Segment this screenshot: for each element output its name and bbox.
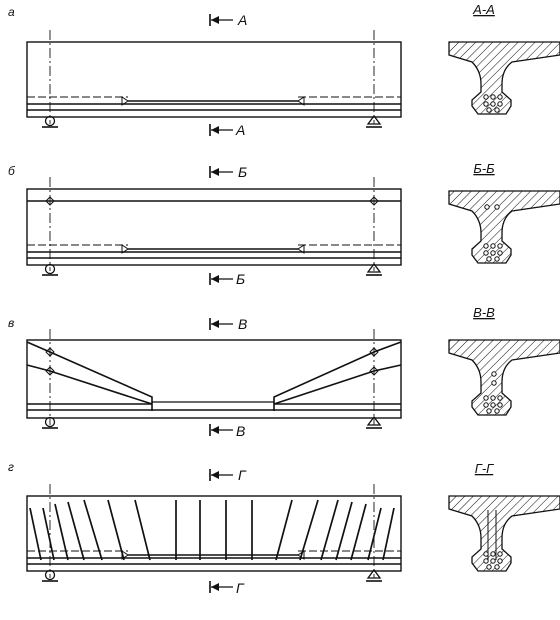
roller-support-icon <box>42 263 58 276</box>
fixed-support-icon <box>366 114 382 128</box>
section-mark-label: В <box>238 316 247 332</box>
panel-a: а А <box>8 2 560 138</box>
section-mark-label: А <box>235 122 245 138</box>
cross-section: В-В <box>448 305 560 416</box>
section-title: Г-Г <box>475 461 494 476</box>
fixed-support-icon <box>366 568 382 582</box>
cross-section: Б-Б <box>448 161 560 264</box>
fixed-support-icon <box>366 415 382 429</box>
section-arrow-top: Б <box>209 164 247 180</box>
beam-outline <box>26 339 402 419</box>
tee-section-shape <box>448 495 560 572</box>
section-mark-label: Б <box>238 164 247 180</box>
section-title: Б-Б <box>473 161 495 176</box>
section-mark-label: Г <box>236 580 245 596</box>
tee-section-shape <box>448 41 560 115</box>
section-arrow-bottom: В <box>209 423 245 439</box>
stirrup-lines <box>487 510 497 560</box>
section-arrow-top: А <box>209 12 247 28</box>
section-mark-label: Б <box>236 271 245 287</box>
cross-section: А-А <box>448 2 560 115</box>
panel-g: г Г <box>8 460 560 596</box>
panel-v: в В <box>8 305 560 439</box>
bottom-reinforcement <box>27 550 401 565</box>
section-arrow-bottom: Г <box>209 580 245 596</box>
section-arrow-bottom: Б <box>209 271 245 287</box>
top-reinforcement <box>27 196 401 206</box>
section-arrow-top: В <box>209 316 247 332</box>
panel-letter: г <box>8 460 14 474</box>
section-mark-label: А <box>237 12 247 28</box>
bottom-reinforcement <box>27 244 401 259</box>
panel-letter: а <box>8 5 15 19</box>
roller-support-icon <box>42 569 58 582</box>
rebar-dots <box>483 94 503 113</box>
roller-support-icon <box>42 115 58 128</box>
rebar-dots <box>483 371 503 414</box>
beam-outline <box>26 41 402 118</box>
panel-b: б Б <box>8 161 560 287</box>
bent-up-bars <box>26 341 402 411</box>
cross-section: Г-Г <box>448 461 560 572</box>
bottom-reinforcement <box>27 401 401 411</box>
beam-outline <box>26 495 402 572</box>
panel-letter: б <box>8 164 16 178</box>
bottom-reinforcement <box>27 96 401 111</box>
rebar-dots <box>483 204 503 262</box>
section-mark-label: Г <box>238 467 247 483</box>
section-title: В-В <box>473 305 495 320</box>
section-arrow-bottom: А <box>209 122 245 138</box>
fixed-support-icon <box>366 262 382 276</box>
panel-letter: в <box>8 316 14 330</box>
tee-section-shape <box>448 339 560 416</box>
roller-support-icon <box>42 416 58 429</box>
section-arrow-top: Г <box>209 467 247 483</box>
tee-section-shape <box>448 190 560 264</box>
section-mark-label: В <box>236 423 245 439</box>
rebar-dots <box>483 551 503 570</box>
beam-outline <box>26 188 402 266</box>
section-title: А-А <box>472 2 495 17</box>
